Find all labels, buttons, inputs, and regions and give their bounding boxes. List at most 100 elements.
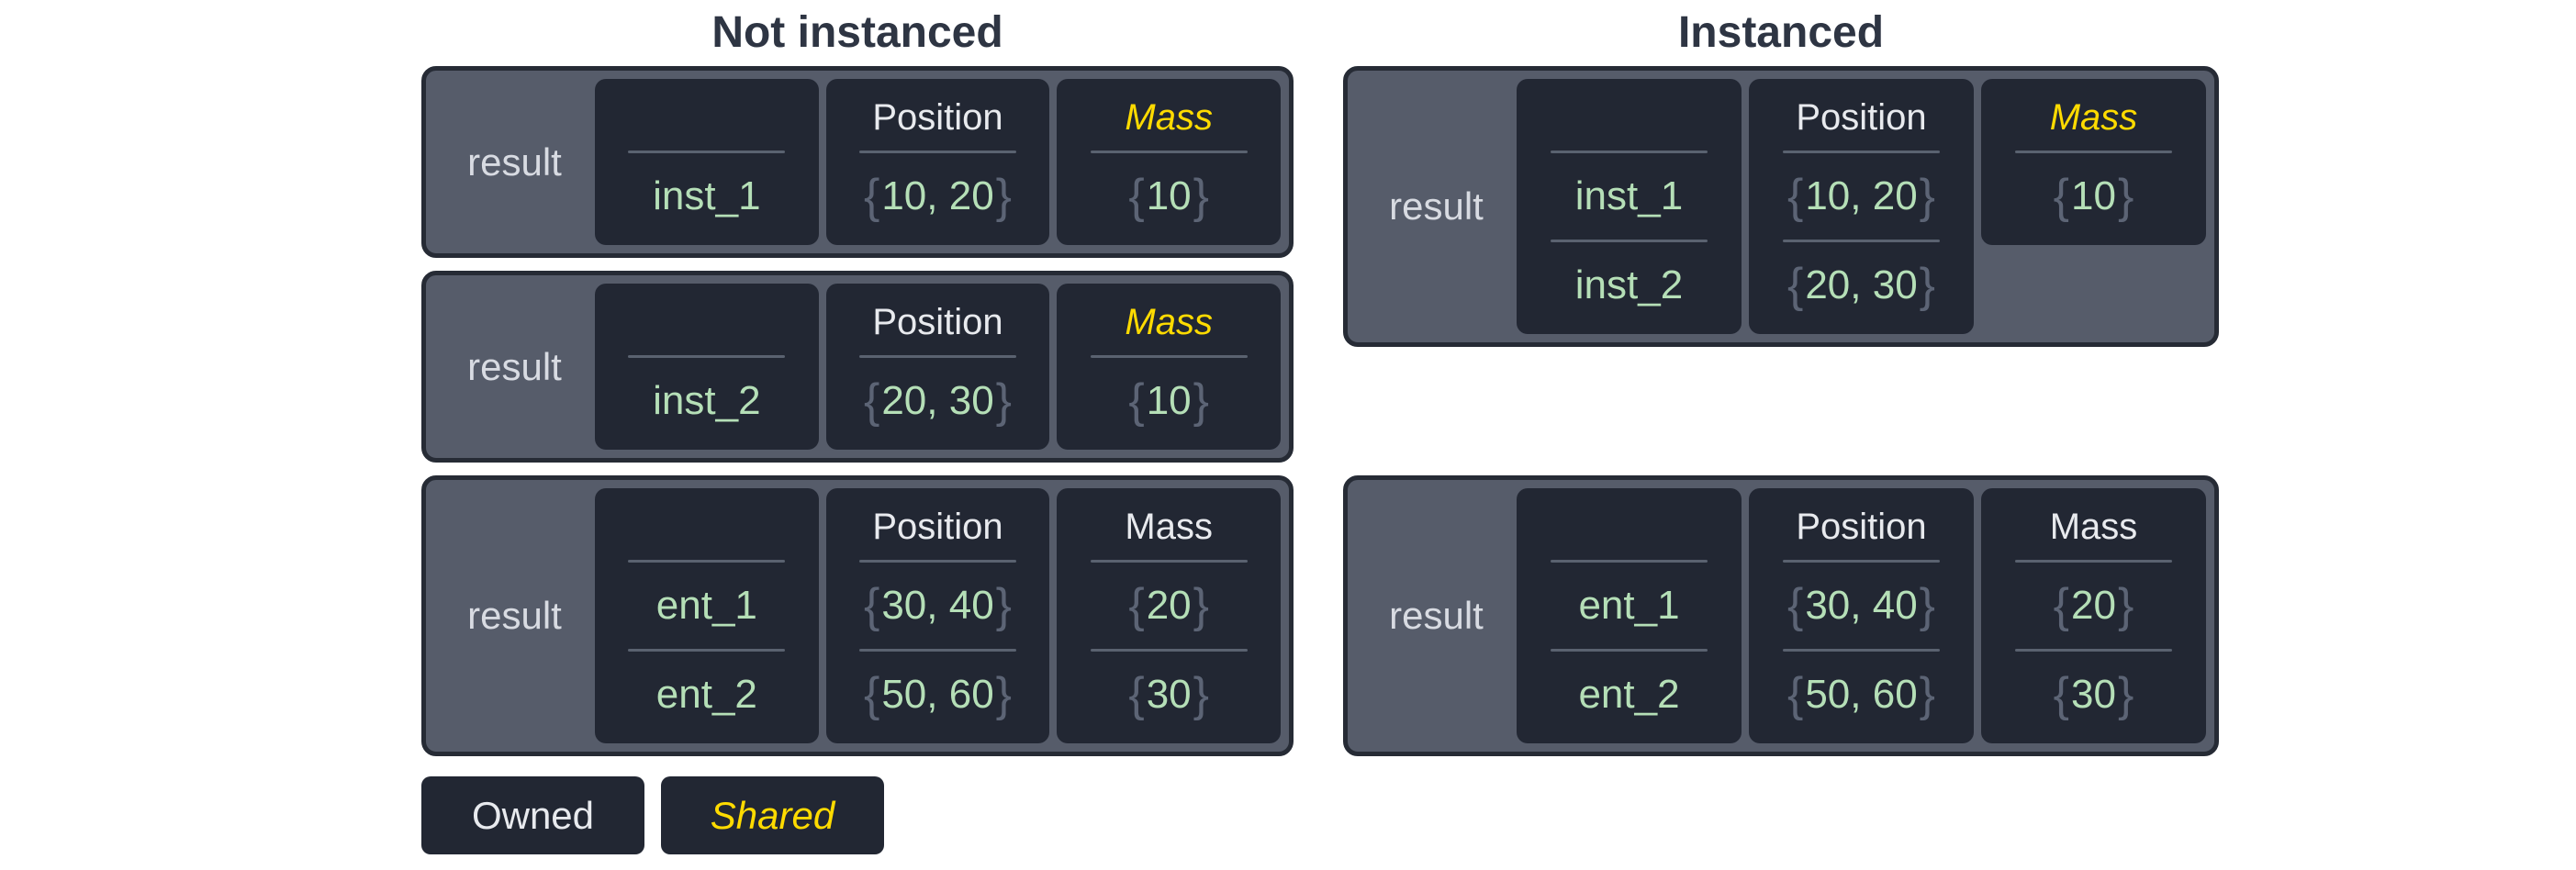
brace-close: } xyxy=(995,579,1013,632)
brace-open: { xyxy=(2053,170,2070,223)
position-cell: {10, 20} xyxy=(834,153,1043,240)
mass-column: Mass {20} {30} xyxy=(1057,488,1282,743)
brace-open: { xyxy=(1786,170,1804,223)
mass-cell: {10} xyxy=(1988,153,2199,240)
result-card-inst2: result inst_2 Position {20, 30} Mass {10… xyxy=(421,271,1294,463)
brace-close: } xyxy=(2117,668,2134,721)
mass-cell: {20} xyxy=(1064,563,1273,649)
entity-column: inst_1 xyxy=(595,79,819,245)
position-column: Position {30, 40} {50, 60} xyxy=(1749,488,1974,743)
mass-cell: {10} xyxy=(1064,358,1273,444)
brace-open: { xyxy=(1128,170,1145,223)
row-divider xyxy=(1550,649,1708,652)
row-divider xyxy=(628,560,786,563)
position-value: 30, 40 xyxy=(881,583,994,628)
mass-value: 10 xyxy=(2071,173,2116,218)
position-value: 20, 30 xyxy=(881,378,994,423)
result-card-inst1: result inst_1 Position {10, 20} Mass {10… xyxy=(421,66,1294,258)
brace-close: } xyxy=(1193,374,1210,428)
position-column-header: Position xyxy=(1796,96,1927,138)
row-divider xyxy=(859,355,1016,358)
result-card-entities: result ent_1 ent_2 Position {30, 40} {50… xyxy=(421,475,1294,756)
position-value: 50, 60 xyxy=(881,672,994,717)
entity-column: inst_1 inst_2 xyxy=(1517,79,1742,334)
entity-cell: ent_1 xyxy=(655,583,757,628)
row-divider xyxy=(1090,649,1248,652)
position-cell: {50, 60} xyxy=(834,652,1043,738)
position-value: 20, 30 xyxy=(1805,262,1918,307)
mass-column-header: Mass xyxy=(2049,506,2138,547)
brace-close: } xyxy=(1193,170,1210,223)
row-divider xyxy=(2014,151,2173,153)
brace-open: { xyxy=(1128,579,1145,632)
mass-cell: {30} xyxy=(1988,652,2199,738)
legend-shared: Shared xyxy=(661,776,884,854)
result-label: result xyxy=(1389,184,1484,228)
position-value: 50, 60 xyxy=(1805,672,1918,717)
mass-cell: {30} xyxy=(1064,652,1273,738)
entity-cell: ent_1 xyxy=(1578,583,1680,628)
brace-open: { xyxy=(863,170,880,223)
position-cell: {20, 30} xyxy=(1756,242,1966,329)
position-cell: {30, 40} xyxy=(1756,563,1966,649)
position-column-header: Position xyxy=(872,96,1003,138)
mass-column-shared-single: Mass {10} xyxy=(1981,79,2206,245)
row-divider xyxy=(628,355,786,358)
result-label: result xyxy=(467,139,562,184)
entity-column: ent_1 ent_2 xyxy=(1517,488,1742,743)
brace-open: { xyxy=(1786,579,1804,632)
row-divider xyxy=(628,151,786,153)
brace-open: { xyxy=(863,579,880,632)
position-column-header: Position xyxy=(1796,506,1927,547)
brace-open: { xyxy=(1128,668,1145,721)
brace-open: { xyxy=(2053,668,2070,721)
row-divider xyxy=(628,649,786,652)
brace-close: } xyxy=(2117,170,2134,223)
position-cell: {10, 20} xyxy=(1756,153,1966,240)
row-divider xyxy=(2014,649,2173,652)
brace-open: { xyxy=(863,374,880,428)
card-columns: inst_2 Position {20, 30} Mass {10} xyxy=(595,284,1282,450)
mass-column-header-shared: Mass xyxy=(2049,96,2138,138)
position-value: 30, 40 xyxy=(1805,583,1918,628)
mass-cell: {10} xyxy=(1064,153,1273,240)
brace-open: { xyxy=(1786,259,1804,312)
card-columns: ent_1 ent_2 Position {30, 40} {50, 60} M… xyxy=(595,488,1282,743)
card-columns: inst_1 inst_2 Position {10, 20} {20, 30}… xyxy=(1517,79,2206,334)
card-columns: ent_1 ent_2 Position {30, 40} {50, 60} M… xyxy=(1517,488,2206,743)
position-cell: {50, 60} xyxy=(1756,652,1966,738)
entity-cell: ent_2 xyxy=(1578,672,1680,717)
brace-close: } xyxy=(1919,668,1936,721)
result-label: result xyxy=(1389,594,1484,637)
mass-column: Mass {10} xyxy=(1057,284,1282,450)
row-divider xyxy=(1090,355,1248,358)
result-label: result xyxy=(467,594,562,637)
mass-value: 20 xyxy=(2071,583,2116,628)
position-column: Position {20, 30} xyxy=(825,284,1050,450)
brace-close: } xyxy=(1919,259,1936,312)
position-value: 10, 20 xyxy=(1805,173,1918,218)
brace-close: } xyxy=(1919,170,1936,223)
section-title-not-instanced: Not instanced xyxy=(711,8,1003,57)
brace-open: { xyxy=(2053,579,2070,632)
mass-value: 10 xyxy=(1146,173,1192,218)
row-divider xyxy=(1782,649,1941,652)
position-cell: {20, 30} xyxy=(834,358,1043,444)
mass-column-header-shared: Mass xyxy=(1125,301,1213,342)
section-not-instanced: Not instanced result inst_1 Position {10… xyxy=(421,0,1294,854)
entity-cell: inst_2 xyxy=(1574,262,1684,307)
row-divider xyxy=(1782,240,1941,242)
mass-column-header-shared: Mass xyxy=(1125,96,1213,138)
brace-close: } xyxy=(1193,579,1210,632)
brace-open: { xyxy=(1128,374,1145,428)
entity-column-header xyxy=(602,494,812,560)
row-divider xyxy=(1782,151,1941,153)
row-divider xyxy=(859,151,1016,153)
mass-cell: {20} xyxy=(1988,563,2199,649)
row-divider xyxy=(1090,560,1248,563)
entity-cell: inst_2 xyxy=(653,378,761,423)
entity-column-header xyxy=(1524,494,1734,560)
brace-close: } xyxy=(995,170,1013,223)
row-divider xyxy=(2014,560,2173,563)
card-columns: inst_1 Position {10, 20} Mass {10} xyxy=(595,79,1282,245)
